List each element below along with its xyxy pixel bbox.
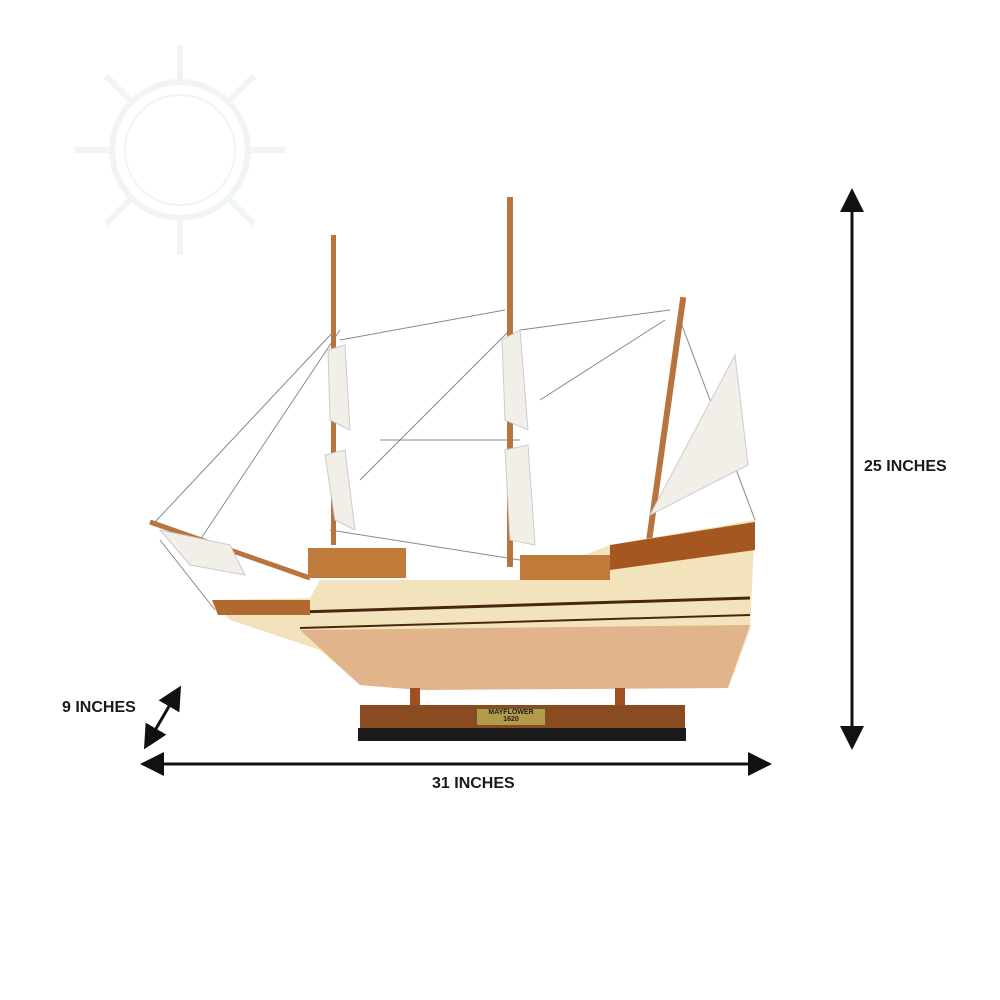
depth-label: 9 INCHES — [62, 699, 136, 716]
ship-hull — [212, 520, 755, 690]
ship-wheel-logo-watermark — [75, 45, 285, 255]
plaque-year: 1620 — [503, 716, 519, 723]
depth-arrow — [143, 685, 182, 750]
width-label: 31 INCHES — [432, 775, 515, 792]
rigging — [154, 309, 756, 611]
height-label: 25 INCHES — [864, 458, 947, 475]
masts — [149, 197, 687, 581]
sails — [158, 329, 749, 576]
name-plaque: MAYFLOWER 1620 — [476, 708, 546, 726]
plaque-name: MAYFLOWER — [488, 709, 534, 716]
